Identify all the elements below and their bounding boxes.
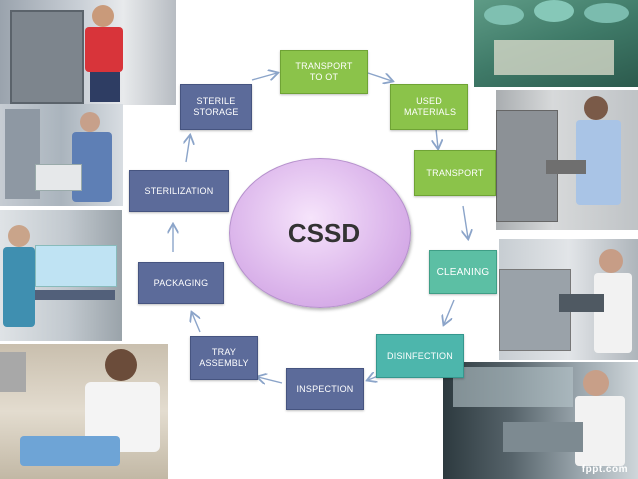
cssd-label: CSSD bbox=[287, 217, 361, 248]
photo-transport-cart bbox=[0, 0, 176, 105]
step-sterilization-label: STERILIZATION bbox=[144, 185, 214, 196]
arrow-used-to-transport bbox=[436, 128, 438, 148]
photo-nurse-trolley bbox=[496, 90, 638, 230]
arrow-tray-to-packaging bbox=[192, 313, 201, 333]
step-transport-label: TRANSPORT bbox=[426, 167, 484, 178]
photo-sterilization-worker bbox=[0, 104, 123, 206]
step-sterilization: STERILIZATION bbox=[129, 170, 229, 212]
step-disinfection: DISINFECTION bbox=[376, 334, 464, 378]
photo-packaging-worker bbox=[0, 210, 122, 341]
step-tray-assembly-label: TRAY ASSEMBLY bbox=[199, 347, 249, 368]
watermark: fppt.com bbox=[581, 464, 628, 475]
step-transport-to-ot-label: TRANSPORT TO OT bbox=[295, 61, 353, 82]
step-tray-assembly: TRAY ASSEMBLY bbox=[190, 336, 258, 380]
arrow-sterilization-to-storage bbox=[186, 136, 190, 163]
step-transport-to-ot: TRANSPORT TO OT bbox=[280, 50, 368, 94]
step-cleaning: CLEANING bbox=[429, 250, 497, 294]
arrow-inspection-to-tray bbox=[258, 377, 283, 383]
step-used-materials-label: USED MATERIALS bbox=[404, 96, 457, 117]
step-cleaning-label: CLEANING bbox=[436, 266, 490, 278]
photo-cleaning-worker bbox=[499, 239, 638, 360]
arrow-storage-to-transport-ot bbox=[251, 73, 277, 81]
step-inspection: INSPECTION bbox=[286, 368, 364, 410]
step-packaging-label: PACKAGING bbox=[153, 277, 209, 288]
arrow-transport-ot-to-used bbox=[367, 72, 392, 81]
step-disinfection-label: DISINFECTION bbox=[387, 350, 453, 361]
step-packaging: PACKAGING bbox=[138, 262, 224, 304]
arrow-cleaning-to-disinfection bbox=[444, 299, 455, 324]
step-transport: TRANSPORT bbox=[414, 150, 496, 196]
step-sterile-storage: STERILE STORAGE bbox=[180, 84, 252, 130]
step-used-materials: USED MATERIALS bbox=[390, 84, 468, 130]
photo-inspection-worker bbox=[443, 362, 638, 479]
step-sterile-storage-label: STERILE STORAGE bbox=[193, 96, 239, 117]
photo-tray-assembly-worker bbox=[0, 344, 168, 479]
step-inspection-label: INSPECTION bbox=[296, 383, 354, 394]
photo-surgery-team bbox=[474, 0, 638, 87]
arrow-transport-to-cleaning bbox=[463, 205, 468, 238]
cssd-center-circle: CSSD bbox=[229, 158, 411, 308]
